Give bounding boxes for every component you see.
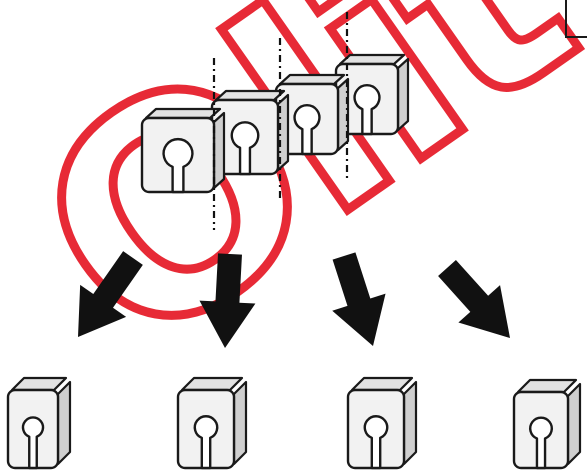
keyhole-icon <box>353 84 381 136</box>
keyhole-icon <box>529 416 553 470</box>
strip-block-1 <box>140 107 226 194</box>
separated-piece-2 <box>176 376 248 470</box>
separated-piece-4 <box>512 378 582 470</box>
keyhole-icon <box>162 137 194 194</box>
arrow-down-icon <box>199 253 256 348</box>
corner-frame <box>565 0 587 38</box>
separated-pieces <box>6 376 582 470</box>
separated-piece-1 <box>6 376 72 470</box>
keyhole-icon <box>363 415 389 470</box>
keyhole-icon <box>21 416 45 470</box>
arrow-diagonal-right-icon <box>438 259 510 338</box>
separation-arrows <box>78 251 510 348</box>
svg-text:Olit: Olit <box>0 0 587 420</box>
separated-piece-3 <box>346 376 418 470</box>
keyhole-icon <box>193 415 219 470</box>
watermark-logo: Olit <box>0 0 587 420</box>
connected-block-strip <box>140 53 410 194</box>
strip-block-4 <box>334 53 410 136</box>
cut-lines <box>212 12 349 230</box>
arrow-down-left-icon <box>78 251 143 337</box>
keyhole-icon <box>293 104 321 156</box>
keyhole-icon <box>230 121 260 176</box>
arrow-down-right-icon <box>332 252 386 346</box>
